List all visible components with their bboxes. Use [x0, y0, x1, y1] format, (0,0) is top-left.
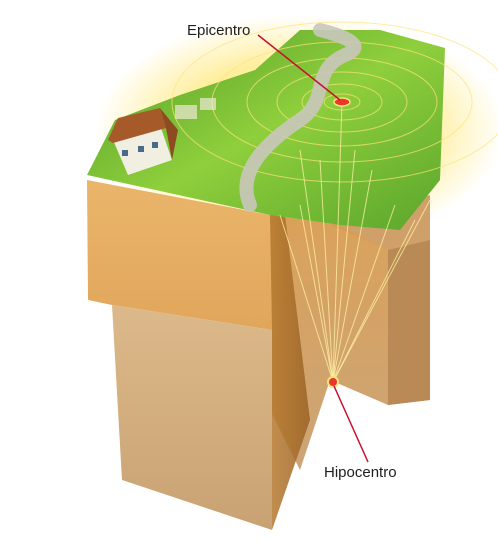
rock-layer-bottom: [112, 305, 272, 530]
hypocenter-label: Hipocentro: [324, 464, 397, 481]
epicenter-label: Epicentro: [187, 22, 250, 39]
epicenter-marker: [334, 98, 350, 106]
hypocenter-leader-line: [334, 386, 368, 462]
hypocenter-marker: [328, 377, 338, 387]
